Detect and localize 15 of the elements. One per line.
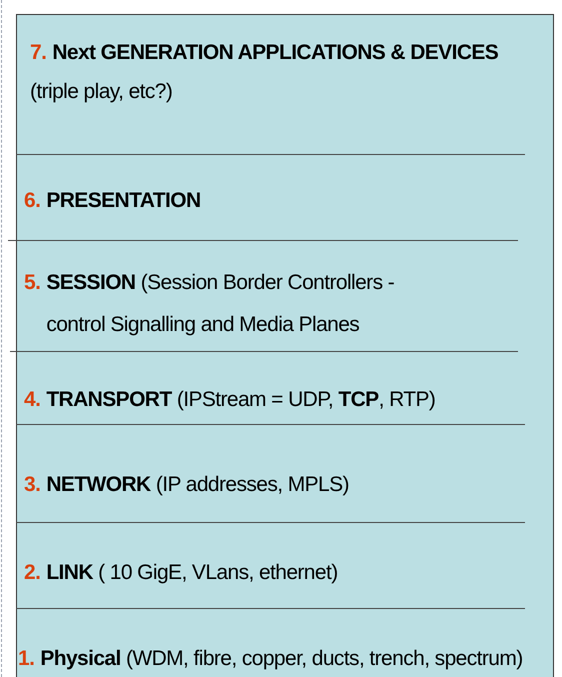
layer-description: SESSION (Session Border Controllers - control Signalling and Media Planes: [46, 270, 396, 338]
layer-number: 5.: [24, 270, 40, 296]
layer-description: LINK ( 10 GigE, VLans, ethernet): [46, 560, 339, 586]
layer-description: Next GENERATION APPLICATIONS & DEVICES: [52, 40, 500, 66]
layer-note: (triple play, etc?): [30, 79, 174, 105]
layer-number: 6.: [24, 188, 40, 214]
layer-description: NETWORK (IP addresses, MPLS): [46, 472, 350, 498]
layer-number: 1.: [18, 646, 34, 672]
layer-description: Physical (WDM, fibre, copper, ducts, trench, spectrum): [40, 646, 524, 672]
layer-number: 7.: [30, 40, 46, 66]
layer-number: 4.: [24, 387, 40, 413]
layer-description: TRANSPORT (IPStream = UDP, TCP, RTP): [46, 387, 436, 413]
layer-number: 2.: [24, 560, 40, 586]
layer-number: 3.: [24, 472, 40, 498]
layer-description: PRESENTATION: [46, 188, 202, 214]
